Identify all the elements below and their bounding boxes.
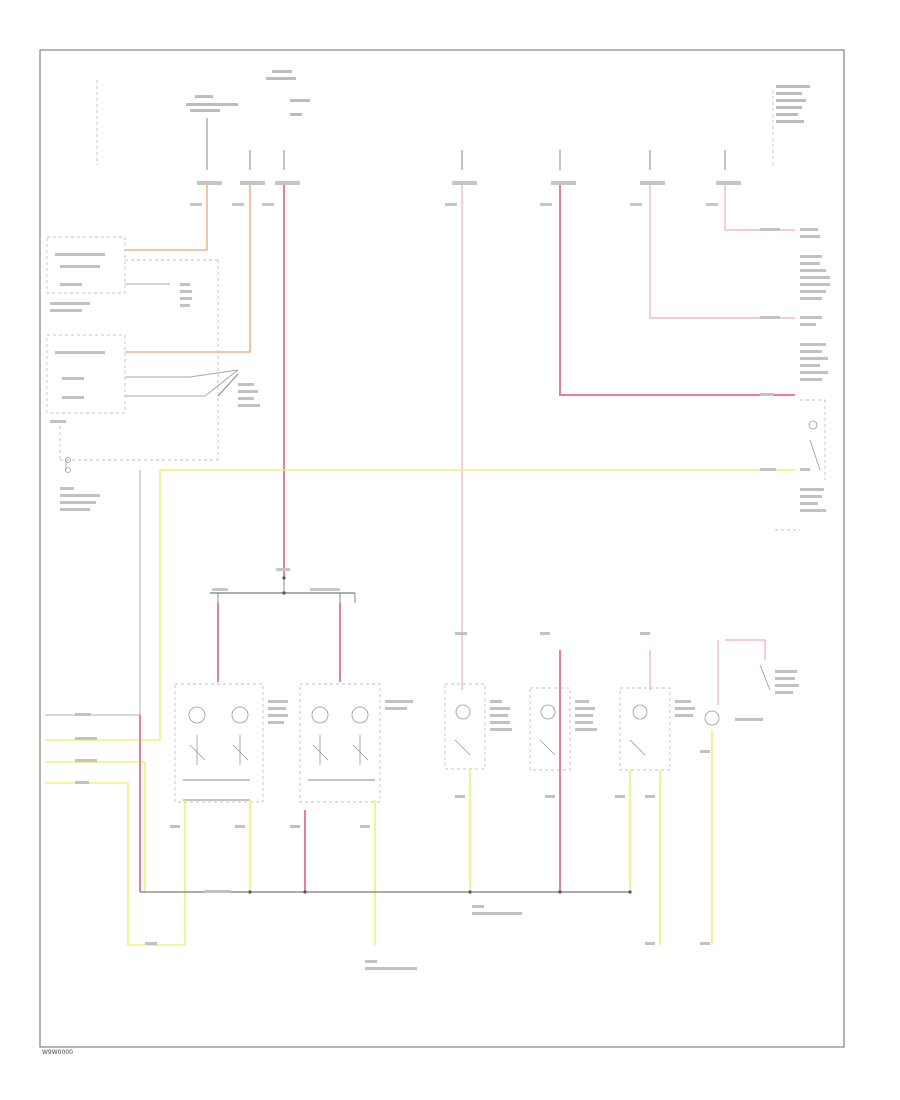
lamp-module-3 (444, 683, 486, 770)
top-feed-area (96, 70, 810, 206)
left-connectors (46, 236, 260, 511)
lamp-module-5 (619, 687, 671, 771)
upper-bus (210, 568, 356, 682)
lamp-module-1 (174, 683, 264, 803)
feed-wires (125, 185, 795, 740)
lamp-module-6 (704, 639, 771, 726)
lamp-module-4 (529, 687, 571, 771)
right-switch-assembly (775, 399, 826, 531)
lamp-module-2 (299, 683, 381, 803)
diagram-code: W9W0000 (42, 1049, 73, 1056)
module-labels (268, 632, 799, 731)
lower-wires (45, 470, 713, 970)
right-labels (760, 228, 830, 512)
diagram-frame (39, 49, 845, 1048)
